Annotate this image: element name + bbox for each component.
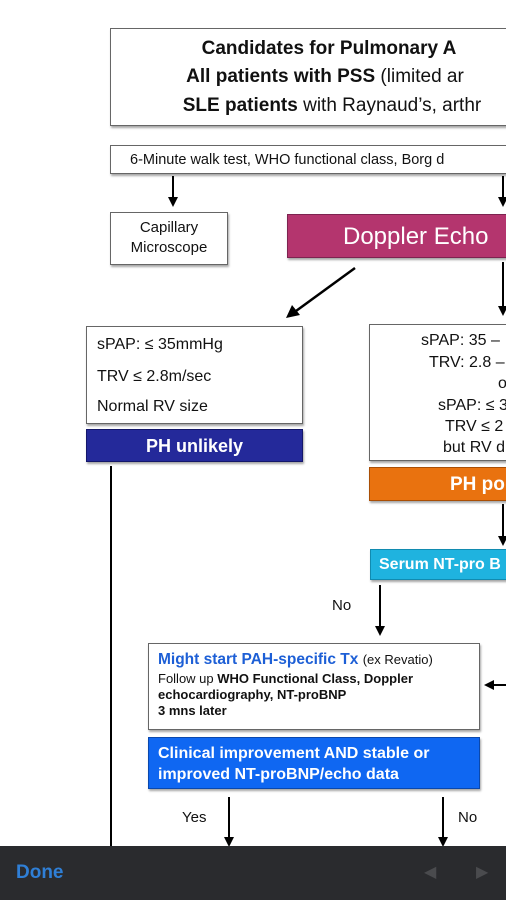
arrow-to-doppler (502, 176, 504, 198)
capillary-box: Capillary Microscope (110, 212, 228, 265)
yes-label: Yes (182, 809, 207, 826)
ph-possible-label: PH po (450, 474, 505, 495)
clinical-improvement-box: Clinical improvement AND stable or impro… (148, 737, 480, 789)
arrow-ph-possible-down (502, 504, 504, 538)
right-criteria-1: sPAP: 35 – (421, 332, 500, 349)
clinical-line1: Clinical improvement AND stable or (158, 745, 430, 762)
capillary-line1: Capillary (139, 219, 199, 236)
tx-followup-items: WHO Functional Class, Doppler (217, 671, 414, 686)
right-criteria-2: TRV: 2.8 – (429, 354, 505, 371)
tx-followup-line2: echocardiography, NT-proBNP (158, 687, 347, 702)
arrowhead-no-clinical (438, 837, 448, 847)
candidates-box: Candidates for Pulmonary A All patients … (110, 28, 506, 126)
right-criteria-6: but RV d (443, 439, 505, 456)
arrow-no-nt (379, 585, 381, 627)
candidates-pss-line: All patients with PSS (limited ar (111, 66, 506, 88)
arrowhead-capillary (168, 197, 178, 207)
arrowhead-tx (375, 626, 385, 636)
sle-label: SLE patients (182, 95, 298, 116)
arrowhead-into-tx (484, 680, 494, 690)
nt-probnp-label: Serum NT-pro B (379, 556, 501, 573)
arrowhead-doppler (498, 197, 506, 207)
back-arrow-icon[interactable]: ◀ (424, 864, 437, 881)
arrow-doppler-down (502, 262, 504, 308)
doppler-echo-label: Doppler Echo (343, 223, 489, 250)
arrow-no-clinical (442, 797, 444, 839)
tests-text: 6-Minute walk test, WHO functional class… (130, 152, 445, 168)
right-criteria-5: TRV ≤ 2 (445, 418, 504, 435)
tx-followup-line: Follow up WHO Functional Class, Doppler (158, 671, 479, 686)
arrow-into-tx (494, 684, 506, 686)
done-button[interactable]: Done (16, 862, 64, 883)
pah-tx-box: Might start PAH-specific Tx (ex Revatio)… (148, 643, 480, 730)
ph-unlikely-line (110, 466, 112, 846)
ph-unlikely-label: PH unlikely (145, 436, 244, 456)
ph-possible-box: PH po (369, 467, 506, 501)
doppler-echo-box: Doppler Echo (287, 214, 506, 258)
no-label-nt: No (332, 597, 352, 614)
ph-unlikely-criteria-box: sPAP: ≤ 35mmHg TRV ≤ 2.8m/sec Normal RV … (86, 326, 303, 424)
nt-probnp-box: Serum NT-pro B (370, 549, 506, 580)
tests-box: 6-Minute walk test, WHO functional class… (110, 145, 506, 174)
tx-title-note: (ex Revatio) (362, 652, 433, 667)
ph-possible-criteria-box: sPAP: 35 – TRV: 2.8 – o sPAP: ≤ 3 TRV ≤ … (369, 324, 506, 461)
left-criteria-3: Normal RV size (97, 398, 208, 415)
right-criteria-4: sPAP: ≤ 3 (438, 397, 506, 414)
right-criteria-3: o (498, 375, 506, 392)
sle-detail: with Raynaud’s, arthr (303, 95, 482, 116)
arrowhead-yes (224, 837, 234, 847)
tx-title-line: Might start PAH-specific Tx (ex Revatio) (158, 651, 479, 669)
ph-unlikely-box: PH unlikely (86, 429, 303, 462)
capillary-line2: Microscope (130, 239, 208, 256)
forward-arrow-icon[interactable]: ▶ (476, 864, 489, 881)
arrowhead-nt-pro (498, 536, 506, 546)
clinical-line2: improved NT-proBNP/echo data (158, 766, 399, 783)
no-label-clinical: No (458, 809, 478, 826)
bottom-toolbar: Done ◀ ▶ (0, 846, 506, 900)
pss-label: All patients with PSS (186, 66, 376, 87)
left-criteria-1: sPAP: ≤ 35mmHg (97, 336, 223, 353)
arrow-yes (228, 797, 230, 839)
tx-followup-line3: 3 mns later (158, 703, 227, 718)
arrow-to-capillary (172, 176, 174, 198)
arrowhead-doppler-down (498, 306, 506, 316)
candidates-sle-line: SLE patients with Raynaud’s, arthr (111, 95, 506, 117)
candidates-title: Candidates for Pulmonary A (201, 38, 457, 59)
left-criteria-2: TRV ≤ 2.8m/sec (97, 368, 212, 385)
tx-followup-label: Follow up (158, 671, 214, 686)
tx-title: Might start PAH-specific Tx (158, 651, 359, 668)
pss-detail: (limited ar (380, 66, 464, 87)
